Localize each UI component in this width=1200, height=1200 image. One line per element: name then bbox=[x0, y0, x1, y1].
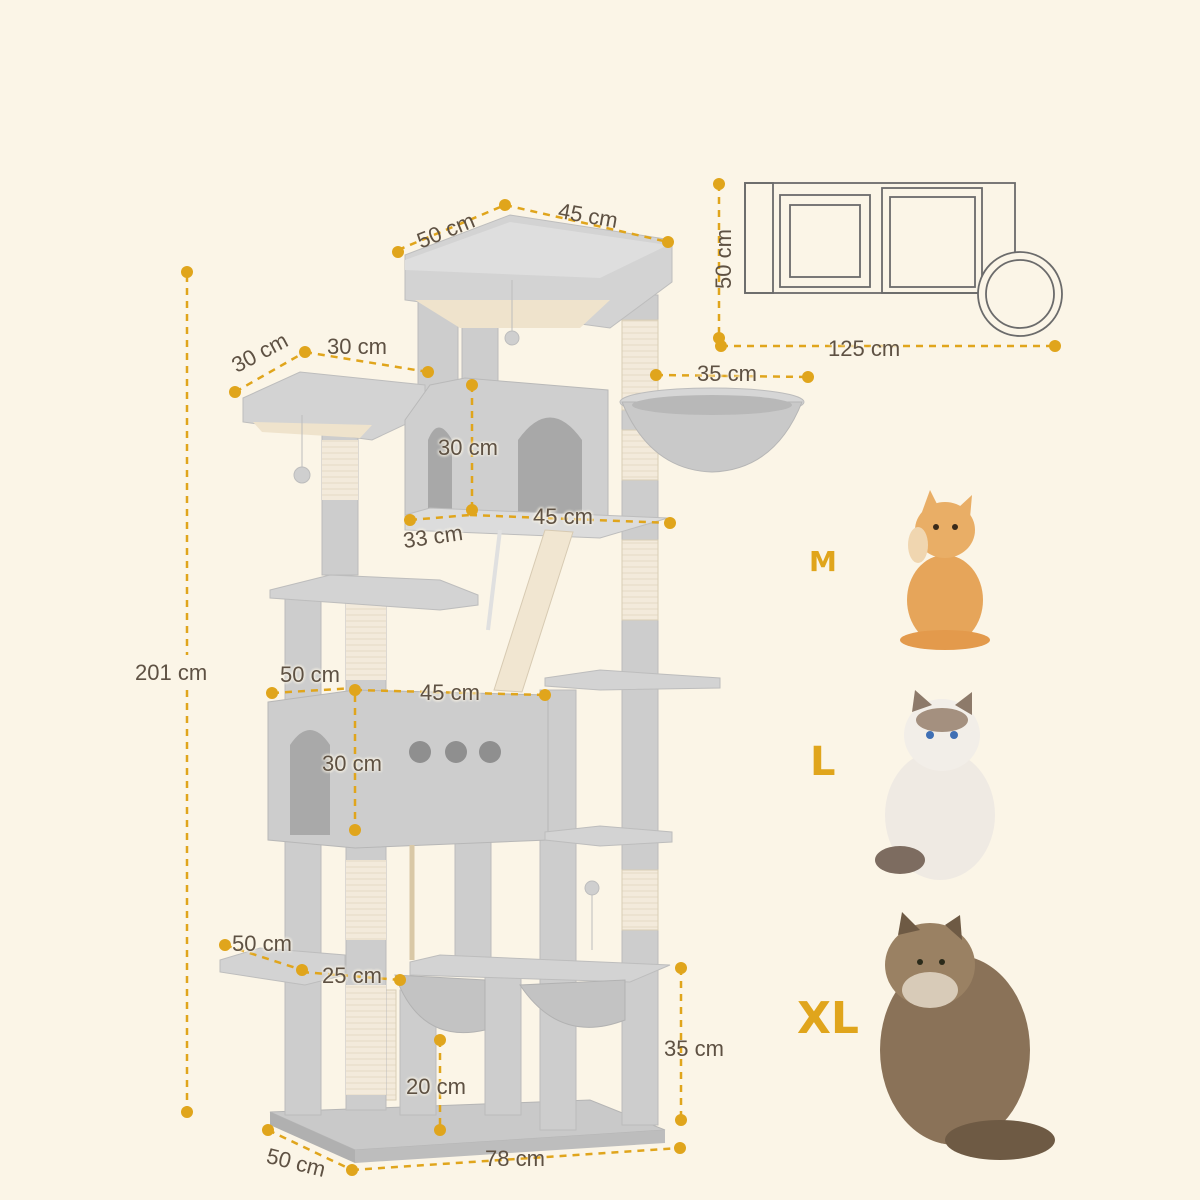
base-width-label: 78 cm bbox=[485, 1146, 545, 1171]
ragdoll-cat-icon bbox=[875, 690, 995, 880]
cat-size-label-l: L bbox=[810, 739, 836, 785]
upper-condo-height-label: 30 cm bbox=[438, 435, 498, 460]
total-height-label: 201 cm bbox=[135, 660, 208, 685]
side-perch-width-label: 30 cm bbox=[327, 334, 387, 359]
right-perch bbox=[544, 669, 721, 691]
basket-width-label: 35 cm bbox=[697, 361, 757, 386]
dimension-lines bbox=[185, 184, 1055, 1172]
top-platform bbox=[404, 214, 673, 329]
hammock-platform bbox=[394, 954, 671, 1034]
side-perch bbox=[242, 371, 426, 441]
lower-height-label: 35 cm bbox=[664, 1036, 724, 1061]
upper-condo-width-label: 45 cm bbox=[533, 504, 593, 529]
upper-condo bbox=[404, 377, 669, 539]
lower-right-perch bbox=[544, 825, 673, 847]
footprint-top-view bbox=[744, 182, 1063, 337]
lower-condo-height-label: 30 cm bbox=[322, 751, 382, 776]
ramp bbox=[493, 529, 574, 693]
mid-perch bbox=[269, 574, 479, 611]
hanging-toys bbox=[293, 280, 600, 950]
dimension-dots bbox=[181, 178, 1061, 1176]
bottom-perch-width-label: 25 cm bbox=[322, 963, 382, 988]
base-plate bbox=[269, 1099, 666, 1163]
lower-condo bbox=[267, 689, 549, 849]
footprint-width-label: 125 cm bbox=[828, 336, 901, 361]
cat-size-label-xl: XL bbox=[797, 993, 859, 1044]
bottom-perch-depth-label: 50 cm bbox=[232, 931, 292, 956]
kitten-icon bbox=[900, 490, 990, 650]
lower-condo-depth-label: 50 cm bbox=[280, 662, 340, 687]
hammock-clearance-label: 20 cm bbox=[406, 1074, 466, 1099]
basket-perch bbox=[619, 387, 805, 473]
cat-size-label-m: M bbox=[809, 545, 837, 578]
lower-condo-width-label: 45 cm bbox=[420, 680, 480, 705]
footprint-depth-label: 50 cm bbox=[710, 229, 736, 289]
maine-coon-cat-icon bbox=[880, 912, 1055, 1160]
